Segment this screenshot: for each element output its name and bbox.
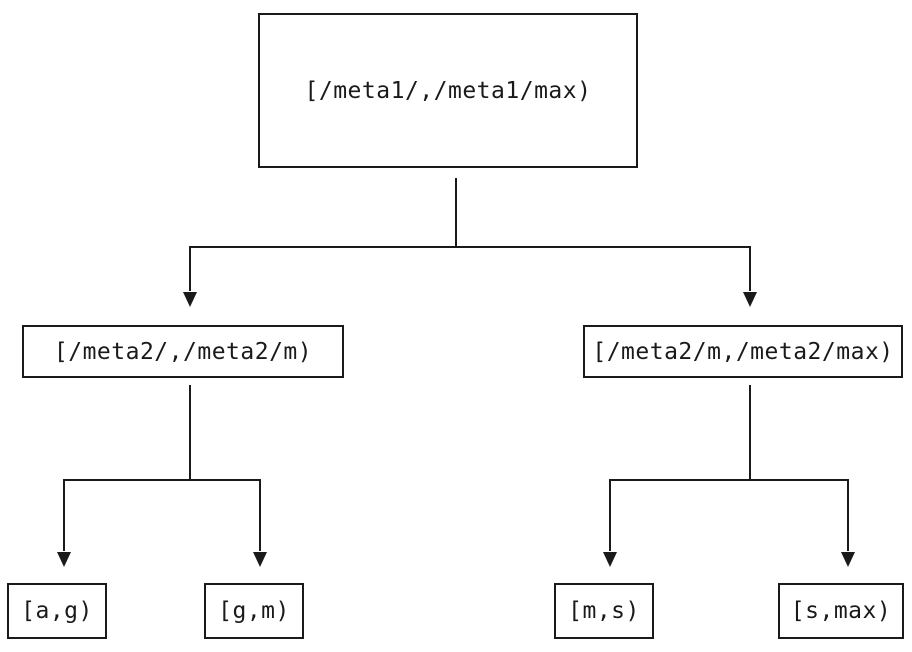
arrowhead-to-leaf-gm [253, 552, 267, 567]
tree-node-leaf-smax-label: [s,max) [790, 598, 892, 624]
tree-node-right-branch-label: [/meta2/m,/meta2/max) [592, 338, 894, 365]
tree-node-left-branch-label: [/meta2/,/meta2/m) [53, 338, 313, 365]
tree-node-leaf-smax: [s,max) [778, 583, 904, 639]
tree-node-leaf-ms: [m,s) [554, 583, 654, 639]
arrowhead-to-leaf-ms [603, 552, 617, 567]
tree-node-right-branch: [/meta2/m,/meta2/max) [583, 325, 903, 378]
tree-node-leaf-gm-label: [g,m) [218, 598, 290, 624]
tree-node-left-branch: [/meta2/,/meta2/m) [22, 325, 344, 378]
tree-node-leaf-gm: [g,m) [204, 583, 304, 639]
tree-node-root-label: [/meta1/,/meta1/max) [304, 77, 592, 104]
arrowhead-to-right-node [743, 292, 757, 307]
tree-node-leaf-ms-label: [m,s) [568, 598, 640, 624]
arrowhead-to-leaf-ag [57, 552, 71, 567]
tree-node-leaf-ag-label: [a,g) [21, 598, 93, 624]
arrowhead-to-leaf-smax [841, 552, 855, 567]
arrowhead-to-left-node [183, 292, 197, 307]
tree-node-leaf-ag: [a,g) [7, 583, 107, 639]
tree-node-root: [/meta1/,/meta1/max) [258, 13, 638, 168]
